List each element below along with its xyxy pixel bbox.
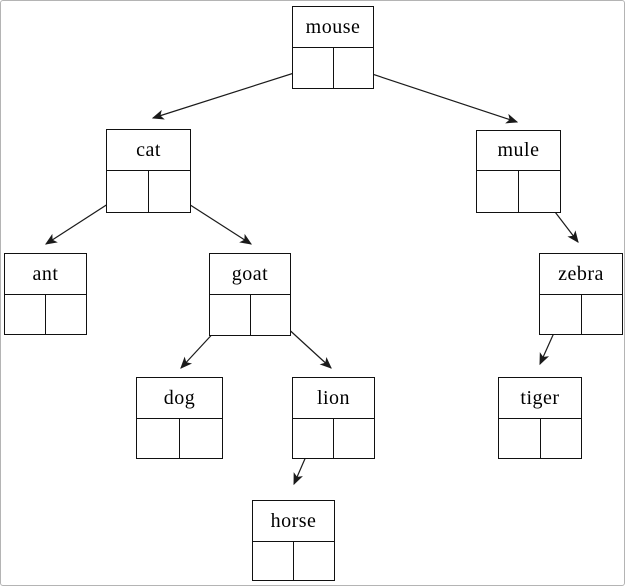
left-pointer-cell [253,542,294,580]
right-pointer-cell [519,171,560,212]
left-pointer-cell [293,419,334,458]
left-pointer-cell [477,171,519,212]
left-pointer-cell [540,295,582,334]
right-pointer-cell [582,295,623,334]
pointer-cells [293,48,373,88]
left-pointer-cell [107,171,149,212]
pointer-cells [5,295,86,334]
right-pointer-cell [46,295,86,334]
right-pointer-cell [294,542,334,580]
left-pointer-cell [499,419,541,458]
pointer-cells [540,295,622,334]
left-pointer-cell [5,295,46,334]
pointer-cells [137,419,222,458]
node-label: lion [293,378,374,419]
pointer-cells [293,419,374,458]
node-label: goat [210,254,290,295]
tree-node-cat: cat [106,129,191,213]
pointer-cells [477,171,560,212]
node-label: mouse [293,7,373,48]
edge-mouse-left-to-cat [151,66,314,120]
tree-node-zebra: zebra [539,253,623,335]
right-pointer-cell [251,295,291,335]
left-pointer-cell [293,48,334,88]
tree-node-tiger: tiger [498,377,582,459]
tree-node-horse: horse [252,500,335,581]
right-pointer-cell [149,171,190,212]
tree-node-ant: ant [4,253,87,335]
pointer-cells [499,419,581,458]
node-label: horse [253,501,334,542]
tree-node-mouse: mouse [292,6,374,89]
node-label: ant [5,254,86,295]
node-label: zebra [540,254,622,295]
edge-mouse-right-to-mule [353,67,519,124]
left-pointer-cell [137,419,180,458]
tree-node-lion: lion [292,377,375,459]
pointer-cells [107,171,190,212]
node-label: tiger [499,378,581,419]
pointer-cells [253,542,334,580]
tree-node-mule: mule [476,130,561,213]
pointer-cells [210,295,290,335]
node-label: dog [137,378,222,419]
tree-node-dog: dog [136,377,223,459]
node-label: cat [107,130,190,171]
right-pointer-cell [541,419,582,458]
right-pointer-cell [180,419,222,458]
tree-node-goat: goat [209,253,291,336]
node-label: mule [477,131,560,171]
right-pointer-cell [334,419,374,458]
left-pointer-cell [210,295,251,335]
right-pointer-cell [334,48,374,88]
